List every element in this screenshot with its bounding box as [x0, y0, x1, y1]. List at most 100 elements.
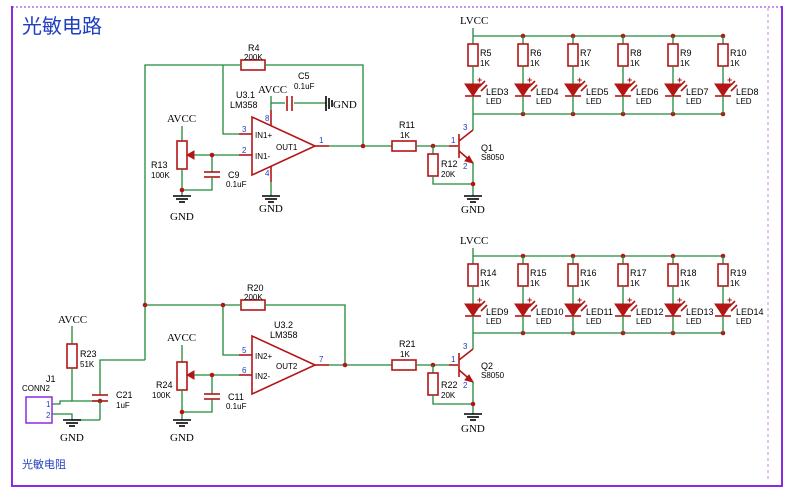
led-plus-mark: +: [477, 75, 482, 85]
led-resistor-ref: R19: [730, 268, 747, 278]
svg-text:20K: 20K: [441, 170, 456, 179]
led-sub: LED: [736, 317, 752, 326]
lvcc-label-bank2: LVCC: [460, 235, 488, 247]
led-resistor-value: 1K: [730, 279, 740, 288]
led-resistor-value: 1K: [580, 59, 590, 68]
svg-text:1K: 1K: [400, 131, 410, 140]
svg-text:C5: C5: [298, 71, 310, 81]
opamp-u3-2-body: [251, 334, 317, 396]
led-resistor-ref: R5: [480, 48, 492, 58]
svg-text:2: 2: [463, 381, 468, 390]
resistor-r23: AVCC R23 51K: [58, 314, 100, 402]
capacitor-c21: C21 1uF: [92, 388, 133, 420]
svg-text:R20: R20: [247, 283, 264, 293]
led-resistor-value: 1K: [530, 59, 540, 68]
led-diode: [714, 303, 732, 317]
led-sub: LED: [686, 317, 702, 326]
led-plus-mark: +: [527, 295, 532, 305]
led-plus-mark: +: [577, 295, 582, 305]
avcc-label-u31: AVCC: [258, 84, 287, 96]
led-resistor-value: 1K: [680, 59, 690, 68]
svg-text:R24: R24: [156, 380, 173, 390]
svg-text:100K: 100K: [152, 391, 171, 400]
led-sub: LED: [686, 97, 702, 106]
svg-text:1: 1: [451, 136, 456, 145]
connector-j1-body: [25, 396, 53, 424]
capacitor-c9: C9 0.1uF: [179, 152, 247, 193]
opamp-u3-1-pin3: 3: [242, 125, 247, 134]
svg-text:3: 3: [463, 123, 468, 132]
opamp-u3-1-inminus: IN1-: [255, 152, 270, 161]
sheet-title: 光敏电路: [22, 14, 102, 38]
opamp-u3-1-out: OUT1: [276, 143, 298, 152]
svg-text:3: 3: [463, 342, 468, 351]
led-sub: LED: [486, 317, 502, 326]
svg-text:200K: 200K: [244, 293, 263, 302]
svg-text:0.1uF: 0.1uF: [294, 82, 315, 91]
svg-text:51K: 51K: [80, 360, 95, 369]
opamp-u3-2-inplus: IN2+: [255, 352, 272, 361]
led-sub: LED: [486, 97, 502, 106]
gnd-label-c5: GND: [333, 99, 357, 111]
gnd-label-q1: GND: [461, 204, 485, 216]
led-resistor-ref: R16: [580, 268, 597, 278]
pot-r13: AVCC R13 100K GND: [151, 113, 239, 223]
led-ref: LED7: [686, 87, 709, 97]
led-ref: LED12: [636, 307, 664, 317]
led-resistor-value: 1K: [730, 59, 740, 68]
led-plus-mark: +: [627, 75, 632, 85]
svg-text:R23: R23: [80, 349, 97, 359]
led-sub: LED: [536, 97, 552, 106]
avcc-label-r13: AVCC: [167, 113, 196, 125]
opamp-u3-2-model: LM358: [270, 330, 298, 340]
svg-text:R11: R11: [399, 120, 415, 130]
led-sub: LED: [586, 317, 602, 326]
led-sub: LED: [586, 97, 602, 106]
led-diode: [464, 83, 482, 97]
svg-text:J1: J1: [46, 374, 56, 384]
led-ref: LED10: [536, 307, 564, 317]
opamp-u3-1-body: [251, 115, 317, 177]
svg-text:R21: R21: [399, 339, 416, 349]
opamp-u3-2-inminus: IN2-: [255, 372, 270, 381]
svg-text:7: 7: [319, 355, 324, 364]
led-resistor-ref: R17: [630, 268, 647, 278]
gnd-label-q2: GND: [461, 423, 485, 435]
led-plus-mark: +: [677, 75, 682, 85]
svg-text:2: 2: [463, 162, 468, 171]
led-resistor-value: 1K: [580, 279, 590, 288]
gnd-label-u31: GND: [259, 203, 283, 215]
led-ref: LED13: [686, 307, 714, 317]
led-ref: LED14: [736, 307, 764, 317]
led-ref: LED6: [636, 87, 659, 97]
svg-text:0.1uF: 0.1uF: [226, 180, 247, 189]
svg-text:CONN2: CONN2: [22, 384, 51, 393]
led-sub: LED: [536, 317, 552, 326]
led-resistor-ref: R15: [530, 268, 547, 278]
opamp-u3-1-pin1: 1: [319, 136, 324, 145]
svg-text:200K: 200K: [244, 53, 263, 62]
led-ref: LED9: [486, 307, 509, 317]
led-diode: [614, 83, 632, 97]
opamp-u3-1-model: LM358: [230, 100, 258, 110]
led-resistor-ref: R10: [730, 48, 747, 58]
transistor-q2: 3 1 2 Q2 S8050: [449, 342, 505, 390]
svg-text:100K: 100K: [151, 171, 170, 180]
opamp-u3-2: IN2+ IN2- OUT2 5 6 7 U3.2 LM358: [239, 320, 329, 396]
led-diode: [564, 83, 582, 97]
led-sub: LED: [636, 97, 652, 106]
gnd-label-r24: GND: [170, 432, 194, 444]
avcc-label-r23: AVCC: [58, 314, 87, 326]
led-sub: LED: [736, 97, 752, 106]
resistor-r12: R12 20K: [427, 146, 473, 185]
svg-text:C11: C11: [228, 392, 244, 402]
led-plus-mark: +: [577, 75, 582, 85]
